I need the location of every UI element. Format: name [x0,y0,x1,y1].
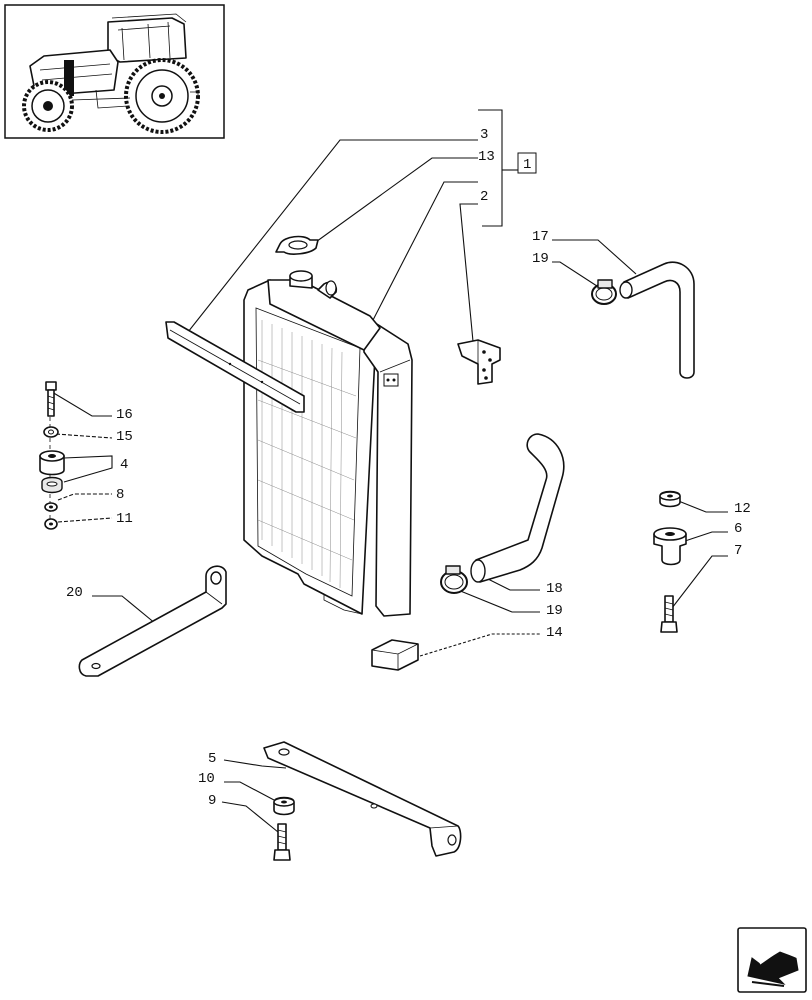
callout-11: 11 [116,511,133,527]
group-bracket: 1 [478,109,537,227]
callout-2: 2 [480,189,488,205]
bolt-7-part [660,595,678,633]
callout-12: 12 [734,501,751,517]
seal-strip-part [165,321,305,413]
callout-labels: 3 13 2 17 19 16 15 4 8 11 12 6 7 18 19 1… [66,127,751,809]
callout-20: 20 [66,585,83,601]
hose-clamp-top-part [591,279,617,305]
callout-1: 1 [523,157,531,173]
next-page-arrow-icon[interactable] [737,927,807,993]
washer-8-part [44,502,58,512]
callout-10: 10 [198,771,215,787]
hose-clamp-bottom-part [440,565,468,594]
nut-11-part [44,518,58,530]
callout-16: 16 [116,407,133,423]
upper-hose-part [619,261,695,379]
support-rod-20-part [78,565,227,677]
bolt-16-part [45,381,57,417]
callout-4: 4 [120,457,128,473]
callout-14: 14 [546,625,563,641]
callout-15: 15 [116,429,133,445]
callout-3: 3 [480,127,488,143]
callout-8: 8 [116,487,124,503]
callout-19: 19 [532,251,549,267]
callout-9: 9 [208,793,216,809]
mounting-bracket-part [457,339,501,385]
callout-17: 17 [532,229,549,245]
callout-6: 6 [734,521,742,537]
radiator-part [243,270,413,617]
support-bar-5-part [263,741,462,857]
callout-19b: 19 [546,603,563,619]
callout-5: 5 [208,751,216,767]
leader-lines [49,139,728,833]
bolt-9-part [273,823,291,861]
nut-12-part [659,490,681,508]
callout-13: 13 [478,149,495,165]
lower-hose-part [470,433,565,583]
nut-10-part [273,796,295,816]
rubber-mount-6-part [653,527,687,566]
callout-18: 18 [546,581,563,597]
tractor-thumbnail-icon [4,4,225,139]
gasket-part [275,235,319,255]
rubber-mount-4-part [39,450,65,494]
rubber-pad-part [371,639,419,671]
callout-7: 7 [734,543,742,559]
washer-15-part [43,426,59,438]
